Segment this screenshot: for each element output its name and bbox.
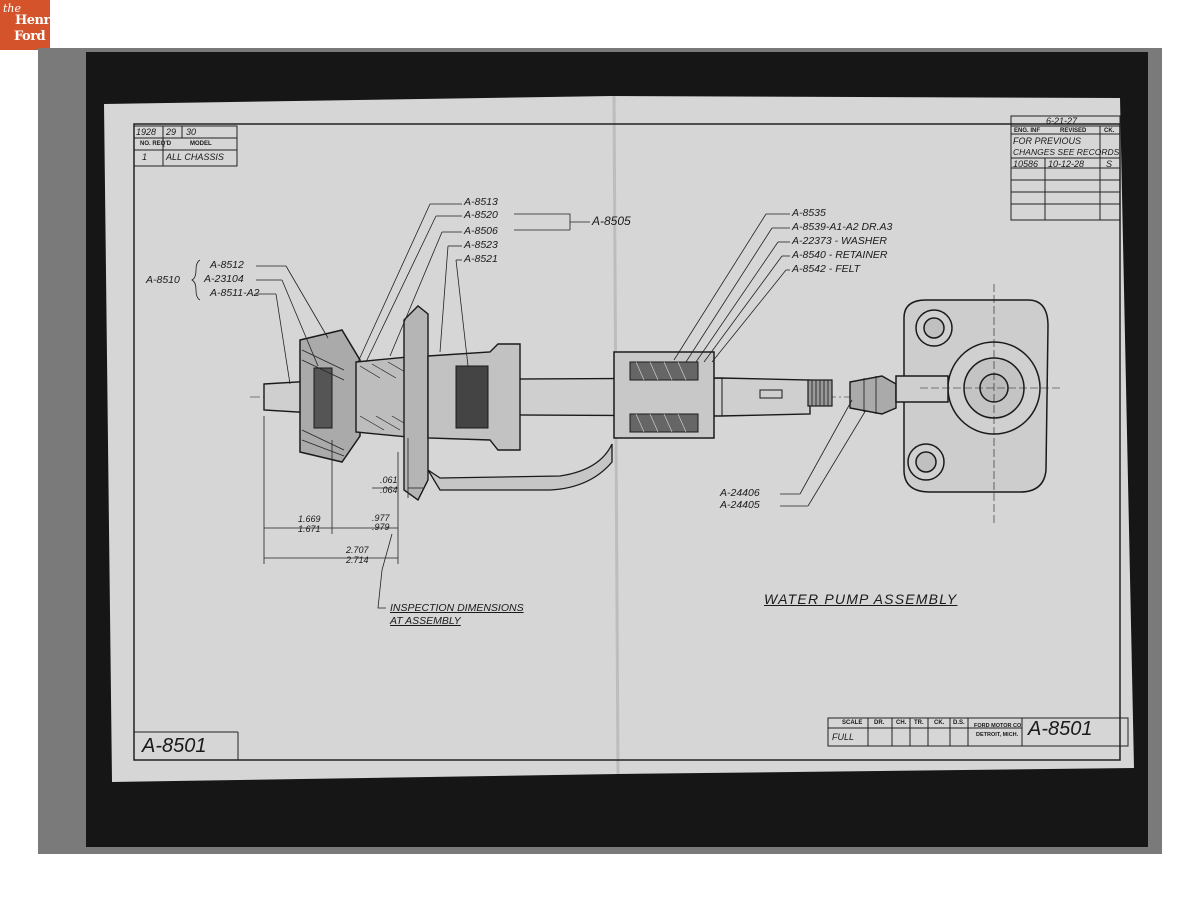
tb-col-scale: SCALE bbox=[842, 720, 863, 726]
tb-company-line2: DETROIT, MICH. bbox=[976, 732, 1019, 738]
rev-col-ck: CK. bbox=[1104, 128, 1115, 134]
header-model: MODEL bbox=[190, 141, 212, 147]
logo-ford: Ford bbox=[14, 29, 46, 44]
tb-col-dr: DR. bbox=[874, 720, 885, 726]
housing-end-view bbox=[895, 284, 1060, 524]
callout-a8513: A-8513 bbox=[464, 196, 498, 208]
pump-flange bbox=[403, 305, 429, 502]
callout-a8506: A-8506 bbox=[464, 225, 498, 237]
inspection-note-line2: AT ASSEMBLY bbox=[390, 615, 461, 627]
dim-061: .061 bbox=[380, 475, 398, 485]
revision-date: 6-21-27 bbox=[1046, 116, 1078, 126]
tb-col-tr: TR. bbox=[914, 720, 924, 726]
rev-col-revised: REVISED bbox=[1060, 128, 1087, 134]
logo-henry: Henry bbox=[15, 13, 57, 28]
tb-col-ck: CK. bbox=[934, 720, 945, 726]
callout-a24405: A-24405 bbox=[720, 499, 760, 511]
dim-979: .979 bbox=[372, 522, 390, 532]
tb-scale-value: FULL bbox=[832, 732, 855, 742]
dim-977: .977 bbox=[372, 513, 390, 523]
dimension-lines bbox=[263, 416, 424, 609]
drawing-border bbox=[133, 123, 1121, 761]
dim-2714: 2.714 bbox=[346, 555, 369, 565]
rev-letter: S bbox=[1106, 159, 1113, 169]
rev-note-line1: FOR PREVIOUS bbox=[1013, 136, 1082, 146]
tb-col-ds: D.S. bbox=[953, 720, 965, 726]
logo-the: the bbox=[3, 2, 22, 15]
henry-ford-logo: the Henry Ford bbox=[0, 0, 57, 50]
coupling-nut bbox=[849, 375, 897, 415]
part-number-left: A-8501 bbox=[142, 735, 207, 757]
callout-a8540: A-8540 - RETAINER bbox=[792, 249, 888, 261]
year-30: 30 bbox=[186, 127, 197, 137]
revision-block bbox=[1010, 115, 1121, 221]
rev-col-eng: ENG. INF bbox=[1014, 128, 1041, 134]
model-value: ALL CHASSIS bbox=[166, 152, 224, 162]
shaft-keyway bbox=[759, 389, 783, 399]
callout-a8510: A-8510 bbox=[146, 274, 180, 286]
impeller-hub bbox=[313, 367, 333, 429]
year-1928: 1928 bbox=[136, 127, 157, 137]
callout-a8512: A-8512 bbox=[210, 259, 244, 271]
rev-date: 10-12-28 bbox=[1048, 159, 1085, 169]
tb-company-line1: FORD MOTOR CO. bbox=[974, 723, 1023, 729]
dim-064: .064 bbox=[380, 485, 398, 495]
callout-a8539: A-8539-A1-A2 DR.A3 bbox=[792, 221, 893, 233]
header-no-reqd: NO. REQ'D bbox=[140, 141, 172, 147]
callout-a8511: A-8511-A2 bbox=[210, 287, 260, 299]
title-block-left bbox=[133, 125, 238, 167]
water-pump-section bbox=[250, 305, 900, 502]
callout-a8521: A-8521 bbox=[464, 253, 498, 265]
leader-lines bbox=[191, 203, 867, 507]
year-29: 29 bbox=[166, 127, 177, 137]
housing-arm bbox=[427, 443, 613, 491]
callout-a8523: A-8523 bbox=[464, 239, 498, 251]
callout-a22373: A-22373 - WASHER bbox=[792, 235, 887, 247]
drawing-title: WATER PUMP ASSEMBLY bbox=[764, 591, 958, 607]
callout-a8505: A-8505 bbox=[592, 214, 631, 228]
title-block-right bbox=[827, 717, 1129, 747]
part-number-right: A-8501 bbox=[1028, 718, 1093, 740]
callout-a8520: A-8520 bbox=[464, 209, 498, 221]
callout-a8542: A-8542 - FELT bbox=[792, 263, 861, 275]
packing-ring bbox=[455, 365, 489, 429]
rev-number: 10586 bbox=[1013, 159, 1039, 169]
dim-1669: 1.669 bbox=[298, 514, 321, 524]
tb-col-ch: CH. bbox=[896, 720, 907, 726]
callout-a8535: A-8535 bbox=[792, 207, 826, 219]
callout-a24406: A-24406 bbox=[720, 487, 760, 499]
inspection-note-line1: INSPECTION DIMENSIONS bbox=[390, 602, 524, 614]
qty-value: 1 bbox=[142, 152, 148, 162]
dim-2707: 2.707 bbox=[346, 545, 369, 555]
rev-note-line2: CHANGES SEE RECORDS bbox=[1013, 147, 1120, 157]
part-number-box-left bbox=[134, 731, 239, 760]
dim-1671: 1.671 bbox=[298, 524, 321, 534]
paper-sheet bbox=[104, 96, 1134, 782]
callout-a23104: A-23104 bbox=[204, 273, 244, 285]
